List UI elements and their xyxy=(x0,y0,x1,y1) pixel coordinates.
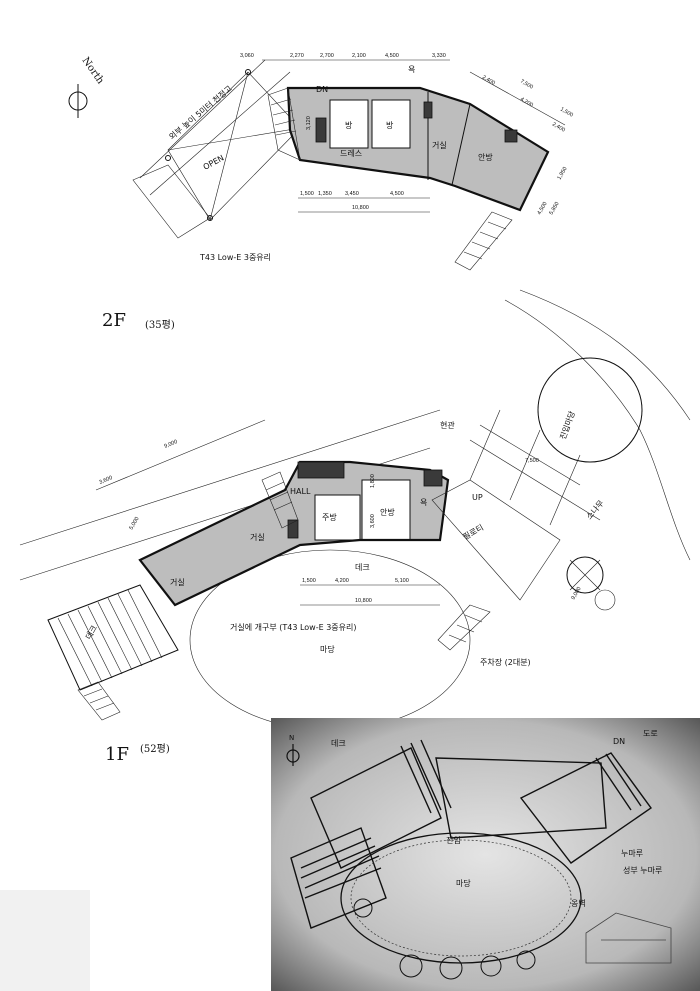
gf-bdim-total: 10,800 xyxy=(355,598,372,604)
label-terrace: 필로티 xyxy=(461,522,485,542)
top-floor-area: (35평) xyxy=(145,319,175,331)
top-room-4: 안방 xyxy=(478,152,493,162)
photo-label-7: 성부 누마루 xyxy=(623,866,662,875)
top-rdim-1: 2,400 xyxy=(481,75,496,87)
side-note: 외부 높이 5미터 천정고 xyxy=(167,83,234,141)
ground-floor-label: 1F xyxy=(105,744,129,765)
gf-bdim-1: 1,500 xyxy=(302,578,316,584)
pilotis-terrace xyxy=(431,479,561,601)
top-floor-plan: North OPEN 외부 높이 5미터 천정고 T43 Low-E 3중유리 xyxy=(68,53,574,331)
gf-bdim-2: 4,200 xyxy=(335,578,349,584)
ground-stair-entry xyxy=(261,471,299,529)
gf-room-5: 거실 xyxy=(170,577,185,587)
gf-room-2: 주방 xyxy=(322,512,337,522)
top-dn-label: DN xyxy=(316,85,328,94)
photo-label-2: 마당 xyxy=(456,878,471,888)
top-room-3: 거실 xyxy=(432,140,447,150)
top-bdim-1: 1,500 xyxy=(300,191,314,197)
gf-tdim-3: 7,500 xyxy=(525,458,539,464)
paper-smudge xyxy=(0,890,90,991)
top-floor-label: 2F xyxy=(102,310,126,331)
label-entrance: 현관 xyxy=(440,420,455,430)
top-stair-left xyxy=(267,87,301,161)
gf-bdim-3: 5,100 xyxy=(395,578,409,584)
top-rdim-3: 4,200 xyxy=(519,97,534,109)
top-dim-1: 3,060 xyxy=(240,53,254,59)
label-pilotis: 데크 xyxy=(355,563,370,572)
top-dim-3: 2,700 xyxy=(320,53,334,59)
north-arrow-icon xyxy=(68,84,88,118)
top-sdim-1: 4,500 xyxy=(537,201,549,216)
top-rdim-4: 1,500 xyxy=(559,107,574,119)
open-label: OPEN xyxy=(202,153,226,171)
top-dim-4: 2,100 xyxy=(352,53,366,59)
top-room-5: 드레스 xyxy=(340,149,362,158)
top-bdim-total: 10,800 xyxy=(352,205,369,211)
north-label: North xyxy=(80,55,107,86)
open-roof-frame xyxy=(132,59,301,239)
top-sdim-2: 5,850 xyxy=(549,201,561,216)
pine-tree-icon xyxy=(566,556,616,611)
gf-sdim-3: 1,800 xyxy=(370,474,376,488)
ground-floor-plan: 거실 주방 안방 욕 거실 HALL UP 현관 필로티 진입마당 데크 소나무… xyxy=(19,289,691,765)
label-court: 마당 xyxy=(320,644,335,654)
parking-grid xyxy=(469,409,601,526)
gf-room-6: HALL xyxy=(290,487,311,496)
photo-label-6: 누마루 xyxy=(621,849,643,858)
wood-deck xyxy=(47,584,179,691)
photo-label-3: 진입 xyxy=(446,835,461,845)
ground-stair-right xyxy=(437,604,491,651)
ground-floor-area: (52평) xyxy=(140,743,170,755)
photo-north-arrow-icon xyxy=(286,744,300,766)
gf-room-4: 욕 xyxy=(420,498,427,507)
top-sdim-3: 3,120 xyxy=(306,116,312,130)
glass-note: T43 Low-E 3중유리 xyxy=(199,253,271,262)
label-trees: 소나무 xyxy=(585,499,606,522)
gf-room-3: 안방 xyxy=(380,507,395,517)
top-dim-2: 2,270 xyxy=(290,53,304,59)
gf-room-1: 거실 xyxy=(250,532,265,542)
gf-tdim-1: 9,000 xyxy=(163,439,178,450)
top-room-2: 방 xyxy=(386,120,394,130)
photo-label-8: 옹벽 xyxy=(571,898,586,908)
top-room-6: 욕 xyxy=(408,65,415,74)
photo-label-5: 도로 xyxy=(643,729,658,738)
deck-stair xyxy=(77,681,121,721)
top-rdim-2: 7,500 xyxy=(519,79,534,91)
label-parking: 주차장 (2대분) xyxy=(480,657,531,667)
gf-room-7: UP xyxy=(472,493,483,502)
gf-sdim-1: 5,000 xyxy=(129,516,141,531)
photo-north-label: N xyxy=(289,734,294,742)
photo-label-1: 데크 xyxy=(331,739,346,748)
gf-tdim-2: 3,600 xyxy=(98,475,113,486)
top-rdim-6: 1,950 xyxy=(557,166,569,181)
label-entry-path: 진입마당 xyxy=(557,409,577,441)
gf-glass-note: 거실에 개구부 (T43 Low-E 3중유리) xyxy=(230,622,357,632)
top-stair-right xyxy=(454,211,513,271)
gf-sdim-2: 3,600 xyxy=(370,514,376,528)
photo-label-4: DN xyxy=(613,737,625,746)
top-bdim-2: 1,350 xyxy=(318,191,332,197)
top-rdim-5: 2,400 xyxy=(551,122,566,134)
top-room-1: 방 xyxy=(345,120,353,130)
top-dim-6: 3,330 xyxy=(432,53,446,59)
top-dim-5: 4,500 xyxy=(385,53,399,59)
top-bdim-4: 4,500 xyxy=(390,191,404,197)
top-bdim-3: 3,450 xyxy=(345,191,359,197)
site-sketch-photo: N 데크 마당 진입 DN 도로 누마루 성부 누마루 xyxy=(271,718,700,991)
